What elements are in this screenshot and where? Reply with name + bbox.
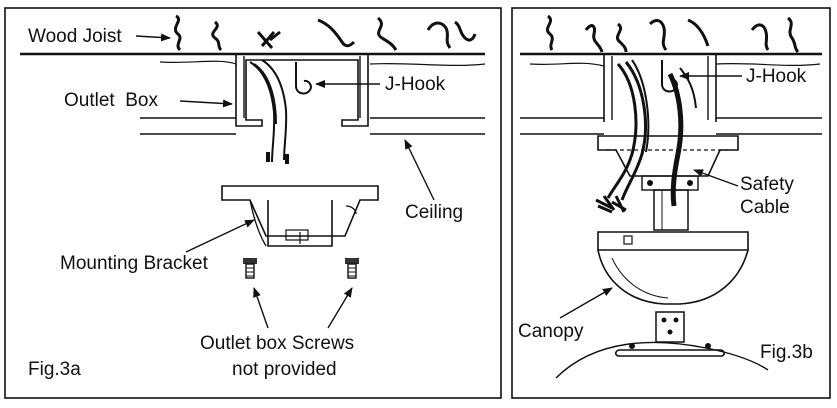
- wires-3b: [595, 59, 650, 214]
- label-canopy: Canopy: [518, 321, 584, 342]
- leader-arrows-3a: [135, 33, 435, 329]
- caption-fig-3b: Fig.3b: [760, 342, 813, 363]
- ceiling: [140, 60, 486, 135]
- figure-3a-panel: Wood Joist Outlet Box J-Hook Ceiling Mou…: [4, 7, 502, 399]
- label-screws-line2: not provided: [232, 359, 337, 380]
- label-j-hook: J-Hook: [385, 74, 446, 95]
- label-safety-cable-line1: Safety: [740, 174, 794, 195]
- screw-left: [243, 258, 257, 279]
- wood-joist: [20, 14, 485, 56]
- mounting-bracket-3b: [597, 135, 739, 191]
- downrod: [653, 189, 689, 231]
- label-wood-joist: Wood Joist: [28, 26, 122, 47]
- label-j-hook-3b: J-Hook: [746, 66, 807, 87]
- caption-fig-3a: Fig.3a: [28, 359, 81, 380]
- j-hook: [295, 62, 312, 95]
- leader-arrows-3b: [559, 72, 742, 319]
- label-mounting-bracket: Mounting Bracket: [60, 253, 209, 274]
- label-ceiling: Ceiling: [405, 202, 463, 223]
- motor-coupler: [615, 311, 725, 357]
- outlet-box-3b: [603, 54, 717, 122]
- label-outlet-box: Outlet Box: [64, 90, 158, 111]
- wires: [249, 59, 289, 164]
- fan-blade-arc: [555, 341, 769, 379]
- screw-right: [345, 258, 359, 279]
- canopy: [597, 231, 749, 305]
- ceiling-3b: [520, 62, 822, 135]
- label-screws-line1: Outlet box Screws: [200, 333, 354, 354]
- outlet-box: [235, 54, 369, 127]
- figure-3b-panel: J-Hook Safety Cable Canopy Fig.3b: [511, 7, 831, 399]
- figure-3a-frame: [4, 7, 502, 399]
- mounting-bracket: [221, 185, 379, 247]
- wood-joist-3b: [520, 14, 822, 56]
- label-safety-cable-line2: Cable: [740, 197, 790, 218]
